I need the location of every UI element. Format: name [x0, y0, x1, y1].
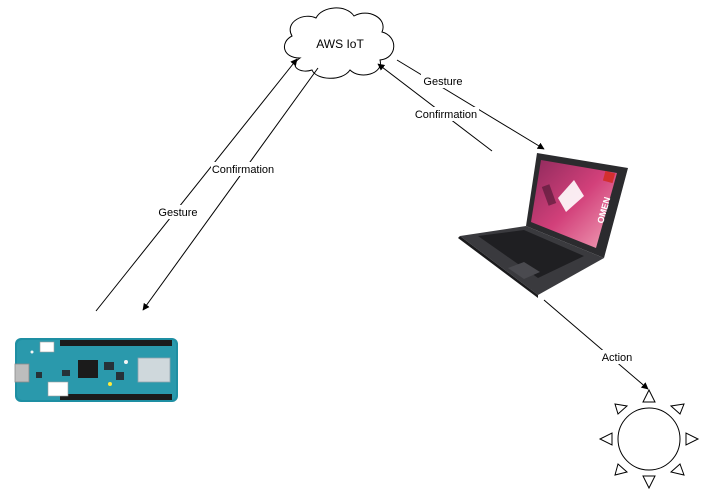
edge-cloud-to-board: Confirmation — [142, 67, 319, 311]
edge-label-confirmation-board: Confirmation — [212, 164, 274, 176]
reset-button — [39, 341, 55, 353]
sun-core — [617, 407, 681, 471]
edge-line — [142, 67, 319, 311]
sun-ray — [685, 432, 700, 446]
edge-line — [396, 59, 545, 150]
aws-iot-cloud: AWS IoT — [284, 7, 395, 79]
laptop-front-edge — [458, 236, 538, 298]
sun-ray — [614, 403, 629, 415]
laptop-keyboard — [478, 230, 584, 278]
laptop: OMEN — [458, 153, 628, 298]
sun-ray — [669, 463, 685, 476]
edge-line — [543, 299, 649, 390]
mcu-chip — [78, 360, 98, 378]
edge-cloud-to-laptop: Gesture — [396, 59, 545, 150]
edge-laptop-to-sun: Action — [543, 299, 649, 390]
cloud-label: AWS IoT — [316, 37, 364, 51]
battery-connector — [47, 381, 69, 397]
edge-line — [95, 58, 298, 312]
header-pins-top — [60, 340, 172, 346]
sun-ray — [669, 403, 685, 415]
edge-label-gesture-laptop: Gesture — [423, 76, 462, 88]
sun-ray — [614, 463, 629, 476]
sun-icon — [598, 388, 700, 490]
cloud-shape — [284, 7, 395, 79]
sun-ray — [598, 432, 613, 446]
edge-label-gesture-board: Gesture — [158, 207, 197, 219]
usb-connector — [14, 363, 30, 383]
microcontroller-board — [14, 338, 178, 402]
header-pins-bottom — [60, 394, 172, 400]
edge-label-confirmation-laptop: Confirmation — [415, 109, 477, 121]
laptop-touchpad — [508, 262, 540, 279]
sun-ray — [642, 388, 656, 403]
wireless-module — [137, 357, 171, 383]
edge-laptop-to-cloud: Confirmation — [377, 63, 493, 152]
omen-badge — [602, 170, 616, 184]
start-menu — [541, 184, 557, 206]
edge-board-to-cloud: Gesture — [95, 58, 298, 312]
edge-label-action: Action — [602, 352, 633, 364]
sun-ray — [642, 475, 656, 490]
windows-logo-icon — [558, 180, 584, 212]
